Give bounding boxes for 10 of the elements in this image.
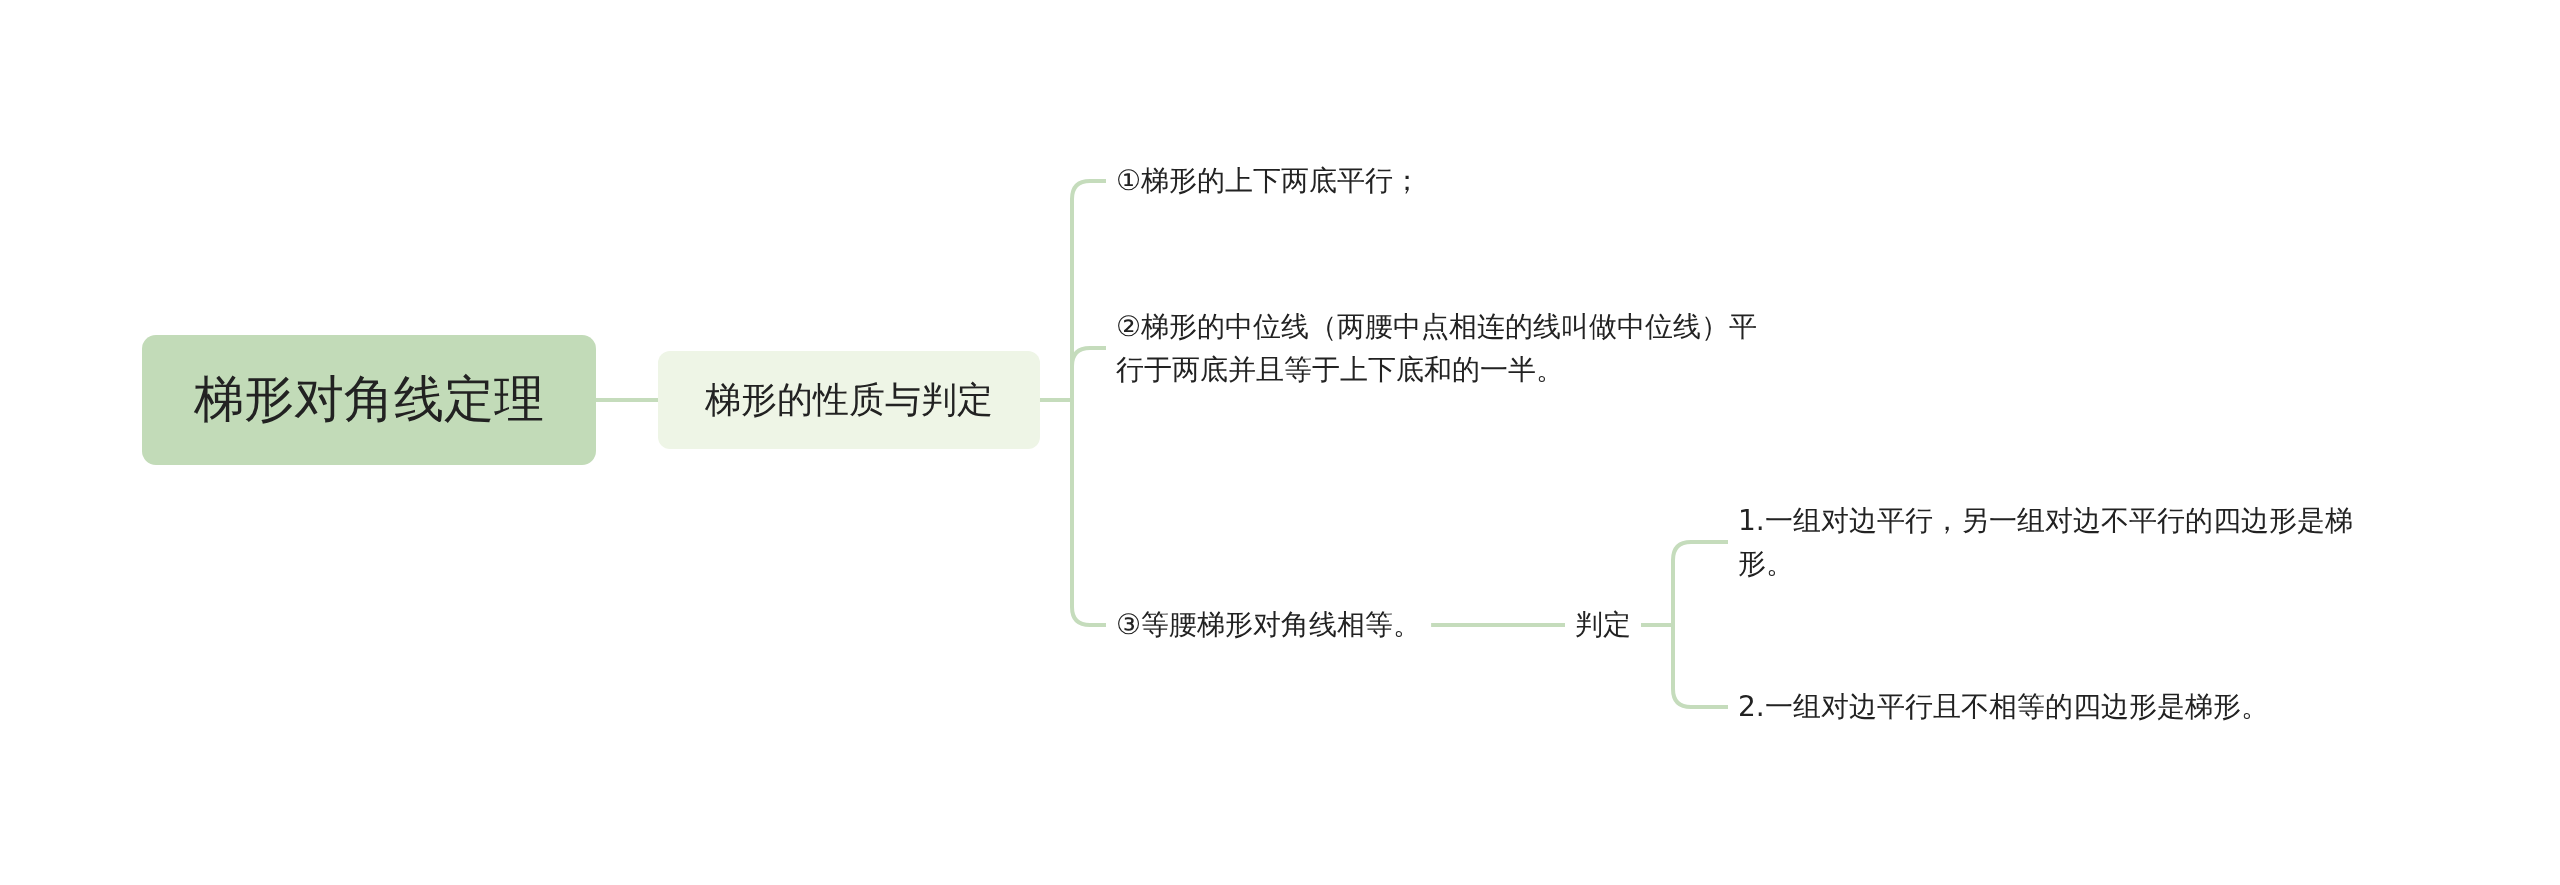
connector-line xyxy=(1431,623,1565,627)
topic-text: ②梯形的中位线（两腰中点相连的线叫做中位线）平行于两底并且等于上下底和的一半。 xyxy=(1106,300,1786,396)
root-topic-box: 梯形对角线定理 xyxy=(142,335,596,465)
topic-text: 1.一组对边平行，另一组对边不平行的四边形是梯形。 xyxy=(1728,494,2398,590)
connector-line xyxy=(596,398,658,402)
topic-text: ①梯形的上下两底平行； xyxy=(1106,158,1606,204)
topic-text: 2.一组对边平行且不相等的四边形是梯形。 xyxy=(1728,684,2428,730)
topic-box: 梯形的性质与判定 xyxy=(658,351,1040,449)
topic-text: ③等腰梯形对角线相等。 xyxy=(1106,602,1432,648)
topic-text: 判定 xyxy=(1565,602,1641,648)
